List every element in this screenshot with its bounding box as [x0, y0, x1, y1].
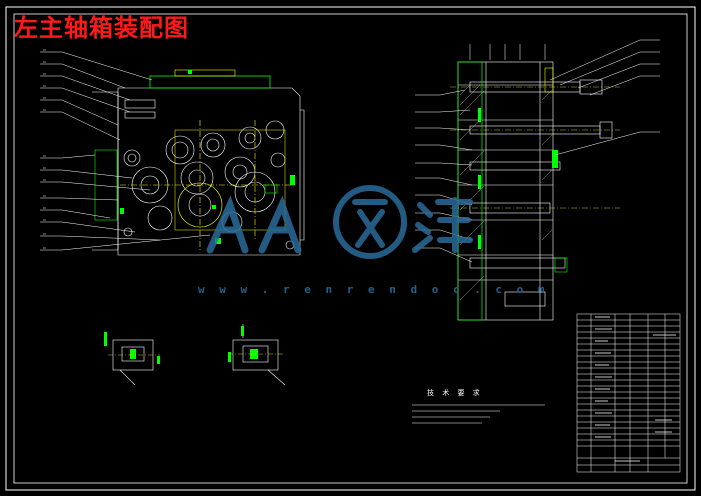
main-view-leaders [40, 49, 211, 251]
drawing-title: 左主轴箱装配图 [14, 14, 189, 42]
part-view-a [104, 332, 160, 386]
section-view-leaders [415, 39, 660, 263]
main-view [92, 69, 305, 256]
section-view [450, 61, 620, 321]
tech-requirements-lines [412, 404, 545, 424]
watermark-url: w w w . r e n r e n d o c . c o m [198, 283, 549, 296]
watermark-logo [206, 185, 473, 259]
parts-list-table [576, 313, 681, 473]
outer-frame [5, 6, 696, 491]
part-view-b [228, 324, 286, 386]
inner-frame [13, 13, 688, 484]
technical-requirements-heading: 技 术 要 求 [427, 389, 483, 397]
